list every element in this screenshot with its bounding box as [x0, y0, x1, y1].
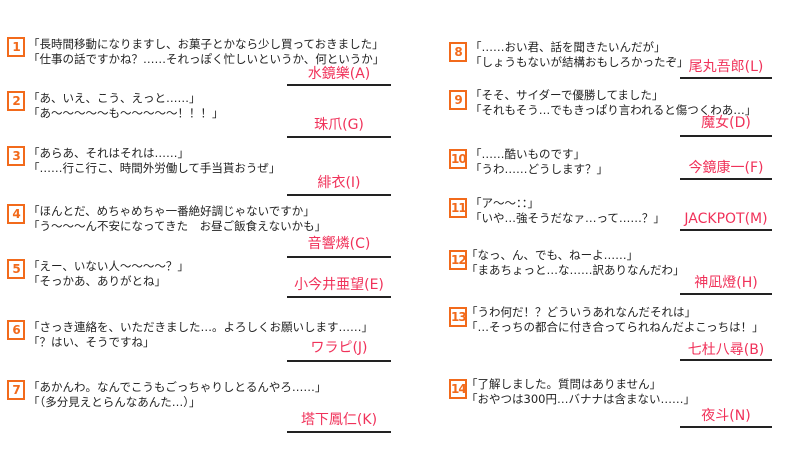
answer-name: 夜斗(N)	[701, 408, 751, 424]
dialogue-line: 「しょうもないが結構おもしろかったぞ」	[470, 55, 689, 69]
answer-name: 小今井亜望(E)	[294, 277, 384, 293]
answer-name: 尾丸吾郎(L)	[688, 59, 764, 75]
dialogue-line: 「うわ何だ！？どういうあれなんだそれは」	[466, 305, 696, 319]
dialogue-line: 「おやつは300円…バナナは含まない……」	[466, 392, 695, 406]
question-number: 3	[7, 146, 25, 166]
dialogue-line: 「長時間移動になりますし、お菓子とかなら少し買っておきました」	[28, 37, 384, 51]
dialogue-line: 「あかんわ。なんでこうもごっちゃりしとるんやろ……」	[28, 380, 327, 394]
dialogue-line: 「……おい君、話を聞きたいんだが」	[470, 40, 666, 54]
dialogue-line: 「うわ……どうします？」	[470, 162, 608, 176]
answer-name: 水鏡樂(A)	[307, 66, 371, 82]
question-number: 6	[7, 320, 25, 340]
dialogue-line: 「そそ、サイダーで優勝してました」	[470, 88, 664, 102]
answer-underline	[287, 84, 391, 86]
dialogue-line: 「いや…強そうだなァ…って……？」	[470, 211, 665, 225]
answer-underline	[680, 426, 772, 428]
question-number: 8	[449, 42, 467, 62]
question-number: 10	[449, 149, 467, 169]
question-number: 7	[7, 380, 25, 400]
answer-name: 珠爪(G)	[314, 117, 364, 133]
question-number: 4	[7, 204, 25, 224]
dialogue-line: 「？はい、そうですね」	[28, 335, 155, 349]
dialogue-line: 「それもそう…でもきっぱり言われると傷つくわあ…」	[470, 103, 757, 117]
dialogue-line: 「あ～～～～～も～～～～～！！！」	[28, 106, 224, 120]
dialogue-line: 「……行こ行こ、時間外労働して手当貰おうぜ」	[28, 161, 281, 175]
question-number: 1	[7, 37, 25, 57]
question-number: 12	[449, 250, 467, 270]
question-number: 13	[449, 307, 467, 327]
dialogue-line: 「なっ、ん、でも、ねーよ……」	[466, 248, 639, 262]
dialogue-line: 「さっき連絡を、いただきました…。よろしくお願いします……」	[28, 320, 373, 334]
answer-underline	[680, 135, 772, 137]
dialogue-line: 「……酷いものです」	[470, 147, 585, 161]
answer-name: 塔下鳳仁(K)	[300, 412, 378, 428]
answer-underline	[680, 77, 772, 79]
answer-name: ワラピ(J)	[310, 340, 368, 356]
answer-underline	[680, 293, 772, 295]
answer-underline	[680, 359, 772, 361]
answer-underline	[287, 136, 391, 138]
dialogue-line: 「あらあ、それはそれは……」	[28, 146, 189, 160]
answer-underline	[287, 360, 391, 362]
dialogue-line: 「まあちょっと…な……訳ありなんだわ」	[466, 263, 685, 277]
dialogue-line: 「ほんとだ、めちゃめちゃ一番絶好調じゃないですか」	[28, 204, 315, 218]
answer-underline	[680, 178, 772, 180]
dialogue-line: 「そっかあ、ありがとね」	[28, 274, 166, 288]
answer-name: JACKPOT(M)	[684, 211, 768, 227]
dialogue-line: 「仕事の話ですかね？……それっぽく忙しいというか、何というか」	[28, 52, 385, 66]
dialogue-line: 「了解しました。質問はありません」	[466, 377, 662, 391]
answer-underline	[287, 296, 391, 298]
answer-underline	[680, 229, 772, 231]
question-number: 5	[7, 259, 25, 279]
question-number: 2	[7, 91, 25, 111]
dialogue-line: 「あ、いえ、こう、えっと……」	[28, 91, 201, 105]
dialogue-line: 「う～～～ん不安になってきた お昼ご飯食えないかも」	[28, 219, 327, 233]
dialogue-line: 「ア～～：：」	[470, 196, 539, 210]
answer-underline	[287, 431, 391, 433]
dialogue-line: 「（多分見えとらんなあんた…）」	[28, 395, 201, 409]
dialogue-line: 「…そっちの都合に付き合ってられねんだよこっちは！」	[466, 320, 764, 334]
question-number: 9	[449, 90, 467, 110]
answer-underline	[287, 194, 391, 196]
answer-underline	[287, 256, 391, 258]
answer-name: 魔女(D)	[701, 115, 751, 131]
answer-name: 七杜八尋(B)	[687, 342, 765, 358]
answer-name: 今鏡康一(F)	[688, 160, 764, 176]
answer-name: 緋衣(I)	[317, 175, 361, 191]
answer-name: 神凪燈(H)	[694, 275, 758, 291]
answer-name: 音響燐(C)	[307, 236, 371, 252]
dialogue-line: 「えー、いない人～～～～？」	[28, 259, 189, 273]
question-number: 14	[449, 379, 467, 399]
question-number: 11	[449, 198, 467, 218]
